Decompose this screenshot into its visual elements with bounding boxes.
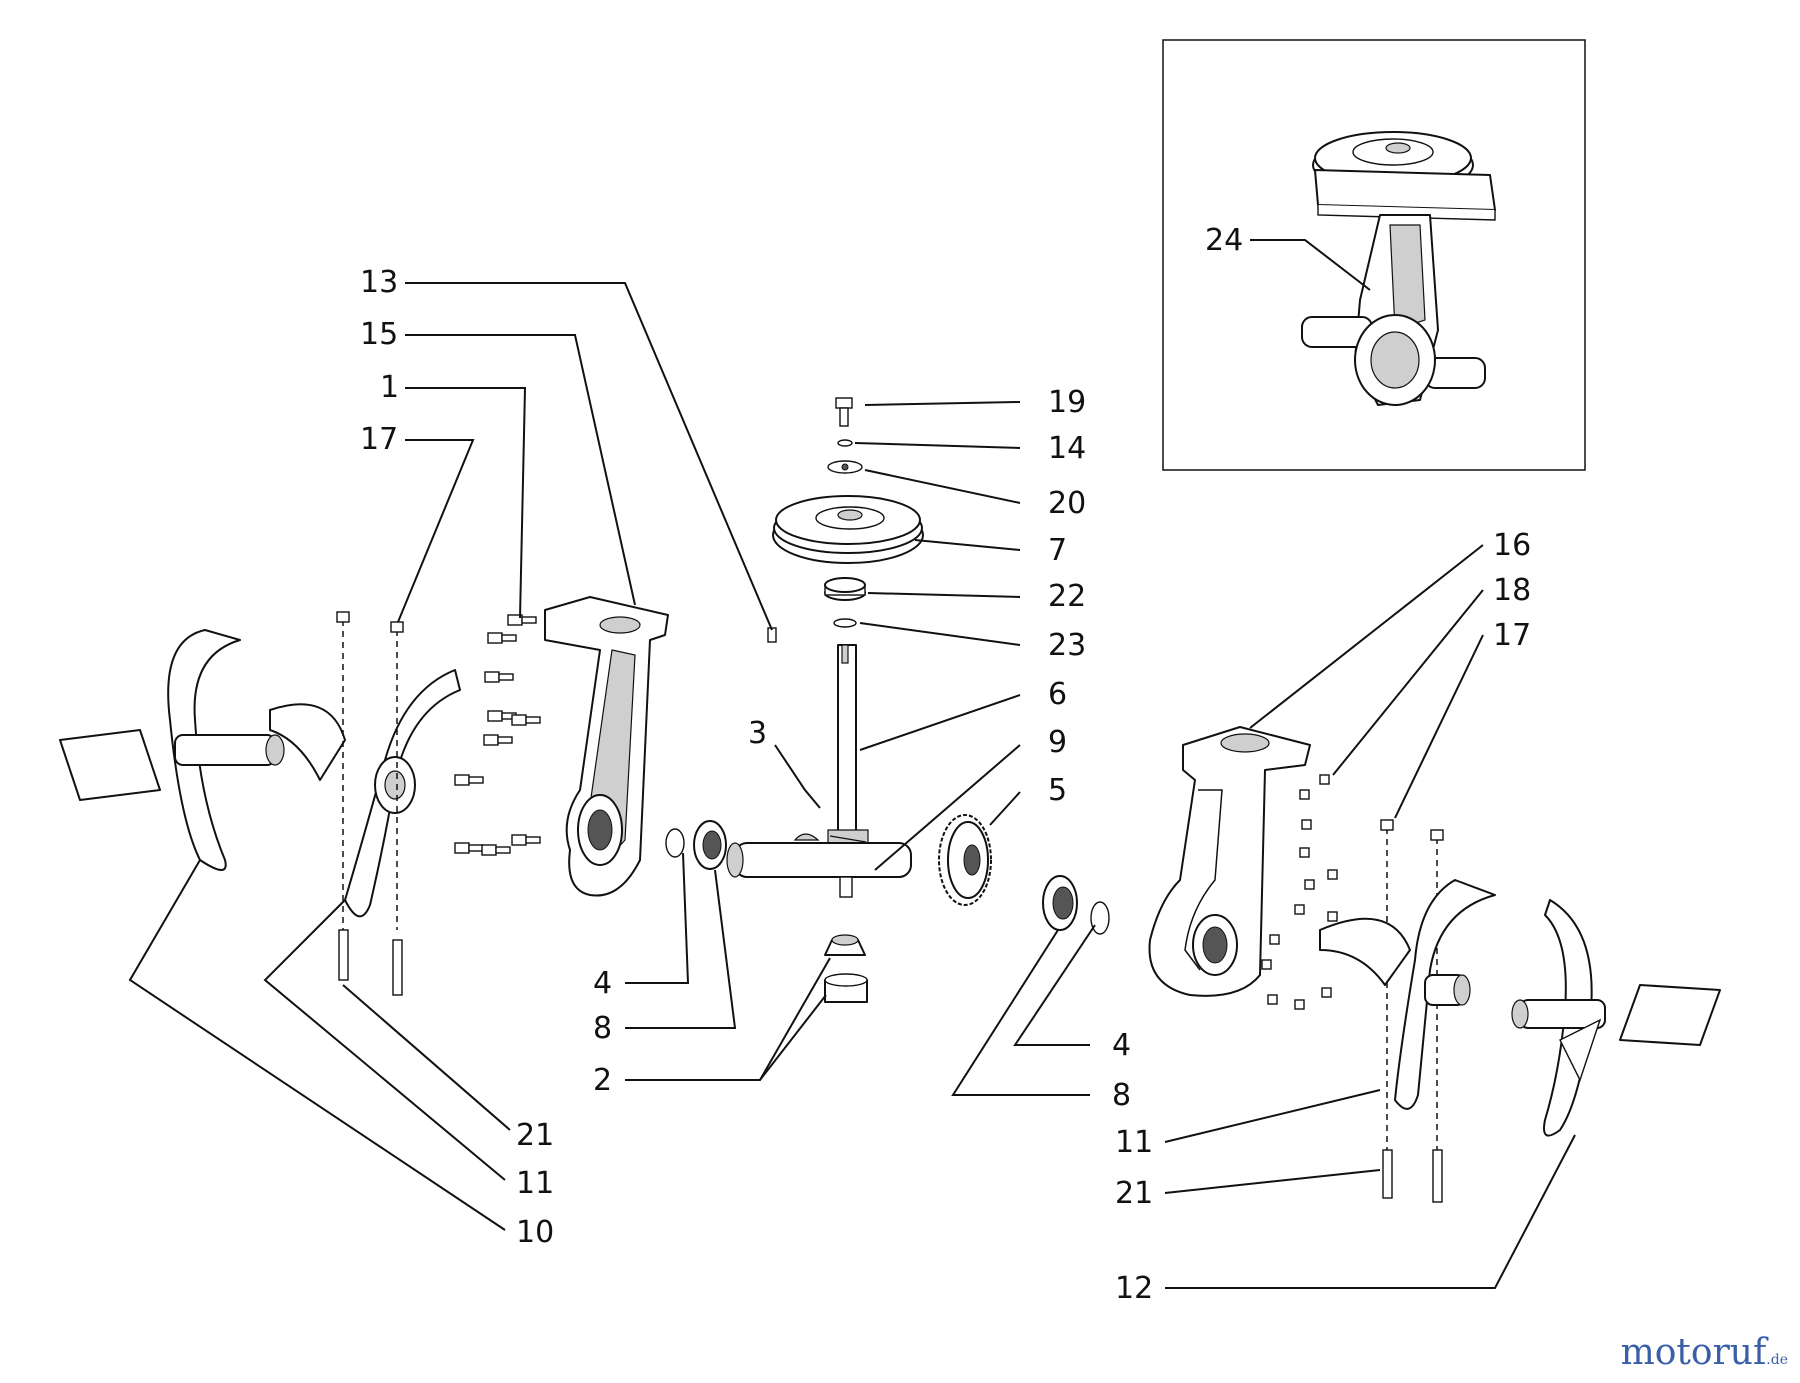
callout-15: 15 xyxy=(360,317,398,352)
screws-1 xyxy=(454,614,541,856)
callout-4-left: 4 xyxy=(593,966,612,1001)
callout-5: 5 xyxy=(1048,773,1067,808)
callout-17-left: 17 xyxy=(360,422,398,457)
callout-18: 18 xyxy=(1493,573,1531,608)
key-13 xyxy=(767,627,777,643)
right-bearing-seal xyxy=(1042,875,1110,935)
callout-12: 12 xyxy=(1115,1271,1153,1306)
tine-11-right xyxy=(1319,879,1496,1110)
bolts-left xyxy=(336,611,404,996)
callout-20: 20 xyxy=(1048,486,1086,521)
callout-24: 24 xyxy=(1205,223,1243,258)
callout-21-left: 21 xyxy=(516,1118,554,1153)
callout-13: 13 xyxy=(360,265,398,300)
callout-8-left: 8 xyxy=(593,1011,612,1046)
watermark-suffix: .de xyxy=(1766,1352,1788,1368)
callout-10: 10 xyxy=(516,1215,554,1250)
callout-7: 7 xyxy=(1048,533,1067,568)
watermark-logo: motoruf.de xyxy=(1621,1332,1788,1373)
housing-half-16 xyxy=(1148,726,1338,1010)
callout-1: 1 xyxy=(380,370,399,405)
callout-8-right: 8 xyxy=(1112,1078,1131,1113)
drive-shaft-assembly xyxy=(665,397,992,1003)
housing-half-15 xyxy=(544,596,669,897)
callout-labels: 13 15 1 17 19 14 20 7 22 23 6 3 9 5 4 8 … xyxy=(360,223,1531,1306)
tine-12 xyxy=(1511,899,1721,1137)
inset-assembly-view xyxy=(1162,39,1586,471)
callout-14: 14 xyxy=(1048,431,1086,466)
callout-21-right: 21 xyxy=(1115,1176,1153,1211)
callout-23: 23 xyxy=(1048,628,1086,663)
callout-4-right: 4 xyxy=(1112,1028,1131,1063)
callout-16: 16 xyxy=(1493,528,1531,563)
leader-lines xyxy=(128,239,1576,1289)
callout-22: 22 xyxy=(1048,579,1086,614)
callout-9: 9 xyxy=(1048,725,1067,760)
tine-10 xyxy=(59,629,285,871)
watermark-text: motoruf xyxy=(1620,1332,1767,1373)
callout-3: 3 xyxy=(748,716,767,751)
callout-2: 2 xyxy=(593,1063,612,1098)
callout-19: 19 xyxy=(1048,385,1086,420)
callout-11-right: 11 xyxy=(1115,1125,1153,1160)
callout-11-left: 11 xyxy=(516,1166,554,1201)
callout-17-right: 17 xyxy=(1493,618,1531,653)
callout-6: 6 xyxy=(1048,677,1067,712)
tine-11-left xyxy=(269,669,461,918)
